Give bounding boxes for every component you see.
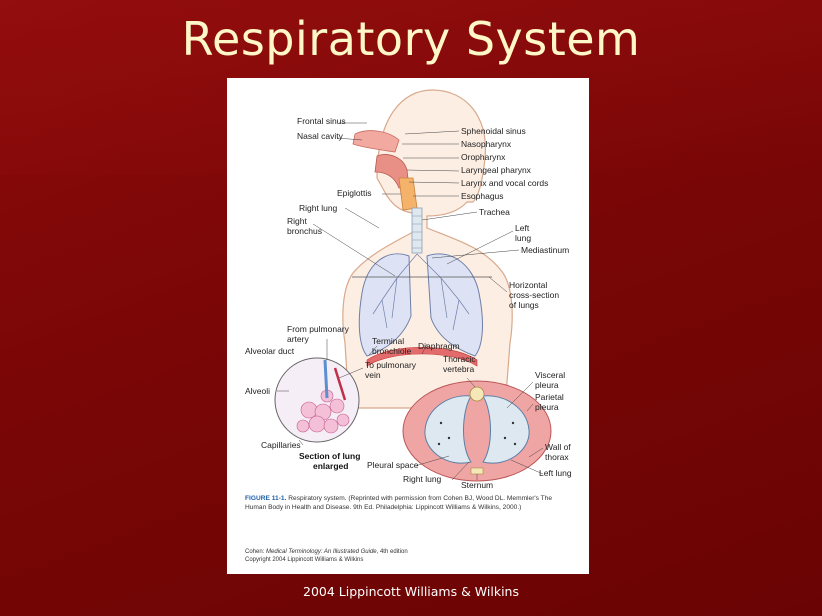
label-from-pulmonary-2: artery xyxy=(287,334,309,344)
label-nasal-cavity: Nasal cavity xyxy=(297,131,344,141)
label-right-bronchus-1: Right xyxy=(287,216,307,226)
caption-text: Respiratory system. (Reprinted with perm… xyxy=(245,495,553,511)
source-author: Cohen: xyxy=(245,549,267,555)
figure-caption: FIGURE 11-1. Respiratory system. (Reprin… xyxy=(245,494,575,512)
thoracic-vertebra-shape xyxy=(469,386,485,402)
label-visceral-2: pleura xyxy=(535,380,559,390)
respiratory-diagram: Frontal sinus Nasal cavity Sphenoidal si… xyxy=(245,89,572,490)
label-epiglottis: Epiglottis xyxy=(337,188,372,198)
label-capillaries: Capillaries xyxy=(261,440,301,450)
slide-title: Respiratory System xyxy=(181,12,641,66)
label-diaphragm: Diaphragm xyxy=(418,341,460,351)
label-section-1: Section of lung xyxy=(299,451,360,461)
label-frontal-sinus: Frontal sinus xyxy=(297,116,346,126)
source-line-2: Copyright 2004 Lippincott Williams & Wil… xyxy=(245,557,364,563)
slide-footer: 2004 Lippincott Williams & Wilkins xyxy=(303,584,519,599)
label-left-lung-cs: Left lung xyxy=(539,468,572,478)
label-alveoli: Alveoli xyxy=(245,386,270,396)
bronchial-tree xyxy=(372,253,470,331)
label-to-pulmonary-2: vein xyxy=(365,370,381,380)
alveoli-cluster xyxy=(296,389,350,434)
sternum-shape xyxy=(470,467,484,475)
label-wall-1: Wall of xyxy=(545,442,571,452)
pulmonary-vessel xyxy=(323,359,329,399)
caption-label: FIGURE 11-1. xyxy=(245,495,287,502)
trachea-rings xyxy=(412,215,422,249)
label-left-lung-1: Left xyxy=(515,223,530,233)
label-sphenoidal-sinus: Sphenoidal sinus xyxy=(461,126,526,136)
label-oropharynx: Oropharynx xyxy=(461,152,506,162)
label-terminal-2: bronchiole xyxy=(372,346,411,356)
label-thoracic-1: Thoracic xyxy=(443,354,476,364)
source-book-title: Medical Terminology: An Illustrated Guid… xyxy=(266,549,377,555)
right-lung-cs xyxy=(424,395,472,464)
label-alveolar-duct: Alveolar duct xyxy=(245,346,295,356)
nasal-cavity-shape xyxy=(352,130,400,153)
right-lung-shape xyxy=(358,253,412,357)
label-larynx: Larynx and vocal cords xyxy=(461,178,548,188)
trachea-shape xyxy=(411,207,423,254)
label-pleural-space: Pleural space xyxy=(367,460,419,470)
source-line-1: Cohen: Medical Terminology: An Illustrat… xyxy=(245,548,575,556)
label-right-lung-cs: Right lung xyxy=(403,474,442,484)
label-trachea: Trachea xyxy=(479,207,510,217)
label-terminal-1: Terminal xyxy=(372,336,404,346)
label-horizontal-3: of lungs xyxy=(509,300,539,310)
source-edition: , 4th edition xyxy=(376,549,408,555)
label-sternum: Sternum xyxy=(461,480,493,490)
label-left-lung-2: lung xyxy=(515,233,531,243)
label-horizontal-1: Horizontal xyxy=(509,280,547,290)
pulmonary-vein xyxy=(333,367,347,401)
label-right-lung: Right lung xyxy=(299,203,338,213)
label-horizontal-2: cross-section xyxy=(509,290,559,300)
label-to-pulmonary-1: To pulmonary xyxy=(365,360,417,370)
figure-card: Frontal sinus Nasal cavity Sphenoidal si… xyxy=(227,78,589,574)
label-from-pulmonary-1: From pulmonary xyxy=(287,324,350,334)
label-parietal-1: Parietal xyxy=(535,392,564,402)
leader-lines xyxy=(277,122,544,481)
label-mediastinum: Mediastinum xyxy=(521,245,569,255)
label-wall-2: thorax xyxy=(545,452,569,462)
label-laryngeal-pharynx: Laryngeal pharynx xyxy=(461,165,532,175)
label-thoracic-2: vertebra xyxy=(443,364,474,374)
lung-cs-dots xyxy=(437,421,517,446)
source-credit: Cohen: Medical Terminology: An Illustrat… xyxy=(245,548,575,564)
label-section-2: enlarged xyxy=(313,461,348,471)
label-nasopharynx: Nasopharynx xyxy=(461,139,512,149)
label-parietal-2: pleura xyxy=(535,402,559,412)
label-esophagus: Esophagus xyxy=(461,191,504,201)
left-lung-cs xyxy=(482,395,530,464)
label-right-bronchus-2: bronchus xyxy=(287,226,322,236)
label-visceral-1: Visceral xyxy=(535,370,565,380)
